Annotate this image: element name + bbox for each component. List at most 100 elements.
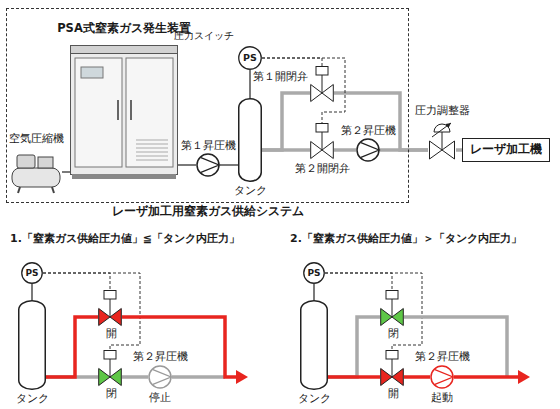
node-label: タンク: [16, 392, 49, 404]
switch-circle: [304, 263, 325, 284]
regulator-body: [430, 141, 455, 159]
on-off-valve-outline: [98, 290, 122, 326]
valve-body: [381, 309, 404, 326]
pipe: [334, 93, 428, 150]
air-compressor: 空気圧縮機: [10, 150, 62, 194]
pressure-switch: PS: [303, 262, 325, 284]
tank-shell: [239, 99, 262, 182]
node-label: 停止: [149, 391, 171, 403]
valve-actuator: [386, 351, 398, 360]
on-off-valve: 開: [98, 290, 122, 326]
node-label: レーザ加工機: [470, 143, 542, 157]
node-label: 第２昇圧機: [415, 350, 470, 362]
compressor-foot: [18, 187, 20, 193]
flow-arrowhead: [518, 370, 530, 384]
vent: [136, 140, 168, 141]
node-label: 起動: [431, 391, 453, 403]
node-label: 第２昇圧機: [133, 350, 188, 362]
tank: タンク: [300, 300, 328, 390]
pipe: [122, 317, 237, 377]
nitrogen-generator-outline: [70, 45, 178, 180]
valve-body: [311, 142, 334, 159]
node-label: PS: [307, 268, 320, 278]
case-heading: 2.「窒素ガス供給圧力値」＞「タンク内圧力」: [290, 232, 522, 245]
node-label: 閉: [106, 388, 117, 401]
on-off-valve: 閉: [98, 350, 122, 386]
pressure-regulator-outline: [428, 120, 456, 160]
door-handle: [130, 100, 132, 120]
compressor-head: [38, 157, 53, 168]
valve-stem: [392, 299, 393, 317]
booster-pump-outline: [148, 365, 172, 389]
switch-circle: [22, 263, 43, 284]
valve-stem: [392, 359, 393, 377]
pipe: [404, 375, 430, 379]
pressure-switch: 圧力スイッチPS: [238, 46, 262, 70]
valve-stem: [322, 75, 323, 93]
node-label: 第２開閉弁: [295, 162, 350, 174]
booster-pump: 第１昇圧機: [196, 153, 220, 177]
node-label: 圧力調整器: [415, 104, 470, 116]
valve-actuator: [316, 67, 328, 76]
signal-line: [43, 273, 140, 350]
node-label: 開: [106, 328, 117, 341]
cabinet-top: [71, 46, 178, 54]
pipe: [178, 164, 196, 165]
caption: レーザ加工用窒素ガス供給システム: [112, 205, 304, 219]
compressor-tank: [12, 168, 60, 187]
regulator-stem: [442, 132, 443, 150]
door-handle: [117, 100, 119, 120]
on-off-valve-outline: [380, 290, 404, 326]
vent: [136, 156, 168, 157]
pump-circle: [357, 139, 379, 161]
laser-machine: レーザ加工機: [462, 138, 550, 162]
on-off-valve: 閉: [380, 290, 404, 326]
vent: [136, 144, 168, 145]
pump-mark: [152, 369, 171, 384]
node-label: PS: [25, 268, 38, 278]
valve-body: [99, 309, 122, 326]
system-boundary: レーザ加工用窒素ガス供給システムPSA式窒素ガス発生装置空気圧縮機第１昇圧機タン…: [6, 8, 409, 203]
pressure-regulator: 圧力調整器: [428, 120, 456, 160]
pipe: [262, 148, 310, 152]
pipe: [220, 164, 238, 165]
compressor-motor: [17, 155, 35, 168]
cabinet-door: [75, 58, 122, 167]
on-off-valve: 開: [380, 350, 404, 386]
pipe: [313, 284, 314, 300]
valve-body: [311, 85, 334, 102]
on-off-valve-outline: [310, 66, 334, 102]
air-compressor-outline: [10, 150, 62, 194]
pipe: [122, 375, 148, 379]
on-off-valve: 第１開閉弁: [310, 66, 334, 102]
node-label: タンク: [298, 392, 331, 404]
pipe: [172, 375, 225, 379]
pipe: [249, 70, 250, 98]
signal-line: [325, 273, 392, 290]
signal-line: [262, 58, 322, 66]
compressor-foot: [52, 187, 54, 193]
on-off-valve-outline: [310, 123, 334, 159]
switch-circle: [239, 47, 262, 70]
pipe: [46, 317, 98, 377]
valve-actuator: [316, 124, 328, 133]
pipe: [262, 93, 310, 150]
regulator-dome: [434, 124, 450, 132]
node-label: PSA式窒素ガス発生装置: [57, 22, 191, 35]
pressure-switch: PS: [21, 262, 43, 284]
cabinet-base: [72, 174, 176, 179]
cabinet-door: [126, 58, 173, 167]
valve-stem: [110, 299, 111, 317]
node-label: 第１昇圧機: [181, 139, 236, 151]
signal-line: [262, 58, 345, 123]
adjust-arrow: [432, 123, 451, 137]
pipe: [62, 171, 70, 172]
pipe: [328, 317, 380, 377]
tank-outline: [238, 98, 262, 182]
node-label: タンク: [234, 184, 267, 196]
tank: タンク: [18, 300, 46, 390]
valve-stem: [110, 359, 111, 377]
booster-pump-outline: [430, 365, 454, 389]
control-panel: [81, 67, 103, 78]
